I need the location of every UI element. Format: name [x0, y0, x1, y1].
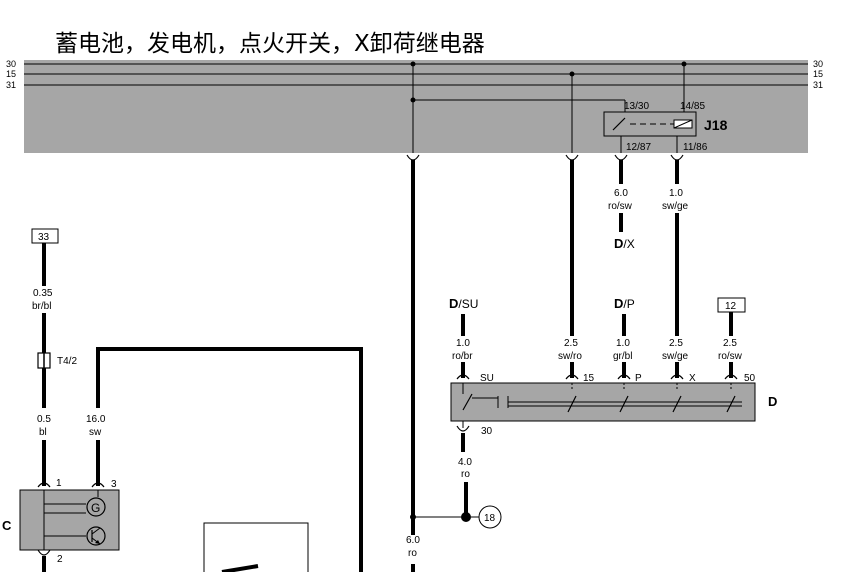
- switch-pin-su: SU: [480, 373, 494, 384]
- switch-pin-30: 30: [481, 426, 493, 437]
- bus-label-right-31: 31: [813, 80, 823, 90]
- switch-pin-p: P: [635, 373, 642, 384]
- wire-label-color: sw/ro: [558, 351, 582, 362]
- wire-label-color: ro: [408, 548, 417, 559]
- wire-label-size: 4.0: [458, 457, 472, 468]
- wire-label-size: 2.5: [723, 338, 737, 349]
- connector-arc: [670, 154, 684, 161]
- wire-label-color: bl: [39, 427, 47, 438]
- transistor-arrow: [95, 540, 100, 544]
- bus-label-left-30: 30: [6, 59, 16, 69]
- relay-j18-box: [603, 111, 697, 137]
- connector-arc: [406, 154, 420, 161]
- relay-pin-12-87: 12/87: [626, 142, 651, 153]
- ignition-switch-label: D: [768, 394, 777, 409]
- wire-label-size: 6.0: [406, 535, 420, 546]
- switch-pin-x: X: [689, 373, 696, 384]
- ref-18-label: 18: [484, 513, 496, 524]
- wire-label-color: ro: [461, 469, 470, 480]
- wire-label-color: ro/sw: [718, 351, 743, 362]
- wire-label-size: 1.0: [456, 338, 470, 349]
- connector-t4-2-label: T4/2: [57, 356, 77, 367]
- bus-label-left-31: 31: [6, 80, 16, 90]
- wire-label-size: 16.0: [86, 414, 106, 425]
- connector-arc: [565, 374, 579, 380]
- bus-label-right-30: 30: [813, 59, 823, 69]
- wire-label-size: 2.5: [669, 338, 683, 349]
- junction-dot: [410, 61, 416, 67]
- ref-circle-18: [478, 505, 502, 529]
- junction-dot: [569, 71, 575, 77]
- relay-contact: [612, 117, 626, 131]
- relay-coil-mark: [673, 119, 693, 129]
- wire-label-color: br/bl: [32, 301, 51, 312]
- switch-pin-15: 15: [583, 373, 595, 384]
- wire-label-color: sw/ge: [662, 351, 689, 362]
- wire-label-color: sw: [89, 427, 102, 438]
- connector-arc: [91, 482, 105, 488]
- connector-arc: [456, 374, 470, 380]
- switch-blade: [619, 395, 629, 413]
- relay-pin-13-30: 13/30: [624, 101, 649, 112]
- generator-symbol-label: G: [91, 501, 100, 515]
- generator-label: C: [2, 518, 12, 533]
- conn-d-su-label: D/SU: [449, 296, 478, 311]
- switch-blade: [672, 395, 682, 413]
- diagram-title: 蓄电池，发电机，点火开关，X卸荷继电器: [55, 31, 485, 57]
- transistor-collector: [91, 527, 101, 535]
- wire-label-size: 0.35: [33, 288, 53, 299]
- conn-d-p-label: D/P: [614, 296, 635, 311]
- relay-pin-11-86: 11/86: [683, 142, 708, 153]
- relay-j18-label: J18: [704, 117, 728, 133]
- wire-label-size: 1.0: [616, 338, 630, 349]
- switch-blade: [462, 393, 473, 411]
- wire-16-sw-loop: [96, 347, 363, 572]
- ref-12-label: 12: [725, 301, 737, 312]
- bus-label-right-15: 15: [813, 69, 823, 79]
- gen-pin-1: 1: [56, 478, 62, 489]
- gen-pin-3: 3: [111, 479, 117, 490]
- wire-label-size: 0.5: [37, 414, 51, 425]
- partial-component-mark: [221, 564, 259, 572]
- connector-arc: [614, 154, 628, 161]
- junction-dot: [681, 61, 687, 67]
- junction-dot: [461, 512, 471, 522]
- connector-arc: [617, 374, 631, 380]
- wire-label-size: 6.0: [614, 188, 628, 199]
- partial-component-box: [203, 522, 309, 572]
- bus-label-left-15: 15: [6, 69, 16, 79]
- connector-arc: [565, 154, 579, 161]
- relay-pin-14-85: 14/85: [680, 101, 705, 112]
- conn-d-x-label: D/X: [614, 236, 635, 251]
- wire-label-color: sw/ge: [662, 201, 689, 212]
- connector-arc: [37, 549, 51, 556]
- wire-label-size: 2.5: [564, 338, 578, 349]
- connector-arc: [670, 374, 684, 380]
- switch-blade: [726, 395, 736, 413]
- ref-33-label: 33: [38, 232, 50, 243]
- gen-pin-2: 2: [57, 554, 63, 565]
- switch-blade: [567, 395, 577, 413]
- wire-label-color: ro/br: [452, 351, 473, 362]
- wire-label-color: gr/bl: [613, 351, 632, 362]
- junction-dot: [410, 97, 416, 103]
- wire-label-color: ro/sw: [608, 201, 633, 212]
- connector-arc: [456, 425, 470, 432]
- generator-symbol: [86, 497, 106, 517]
- wire-label-size: 1.0: [669, 188, 683, 199]
- connector-arc: [37, 482, 51, 488]
- switch-pin-50: 50: [744, 373, 756, 384]
- connector-arc: [724, 374, 738, 380]
